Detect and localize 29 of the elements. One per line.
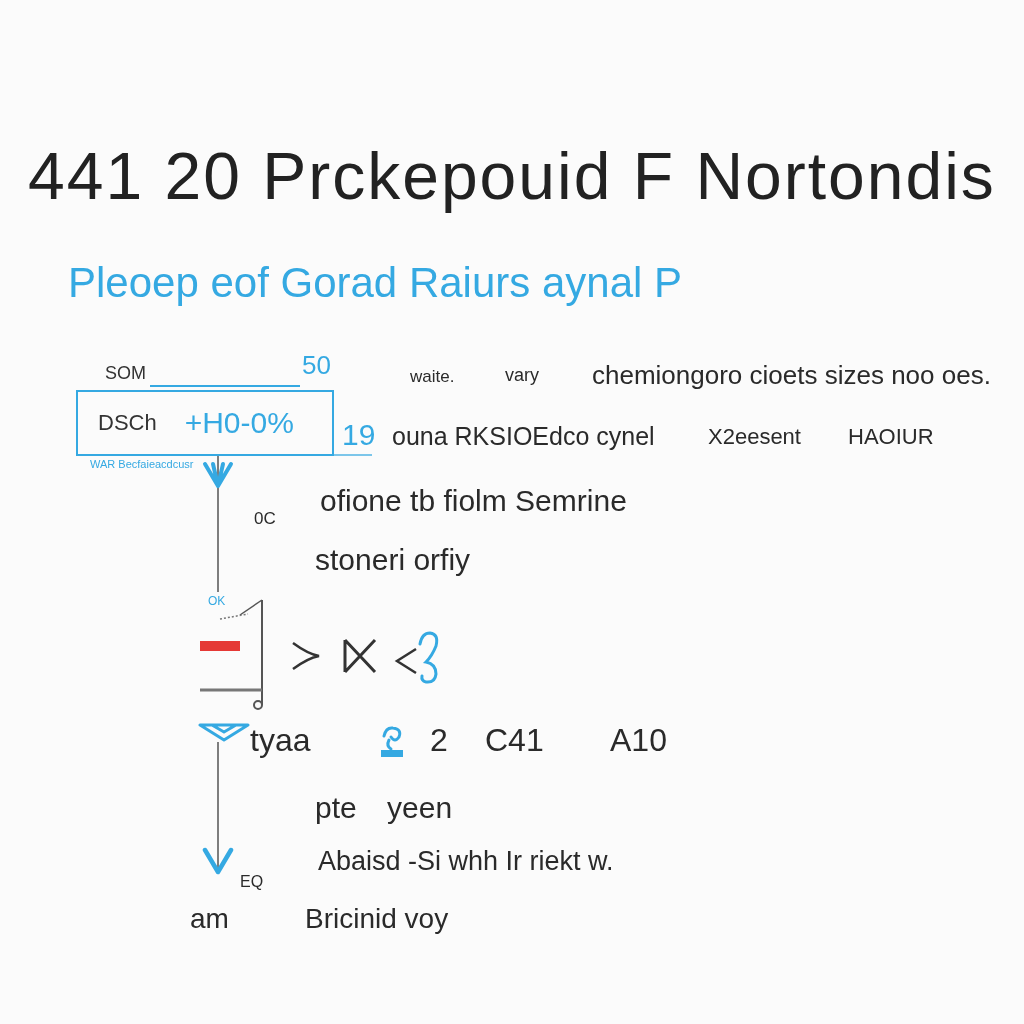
body-text: chemiongoro cioets sizes noo oes.: [592, 362, 991, 388]
side-label: SOM: [105, 364, 146, 382]
arrow: [202, 741, 234, 875]
box-label: DSCh: [98, 412, 157, 434]
value-text: +H0-0%: [184, 408, 294, 438]
body-text: C41: [485, 724, 544, 756]
side-number: 50: [302, 352, 331, 378]
value-box: [76, 390, 334, 456]
body-text: waite.: [410, 368, 455, 385]
part-label: OK: [208, 595, 226, 607]
body-text: vary: [505, 366, 539, 384]
body-text: X2eesent: [708, 426, 801, 448]
body-text: HAOIUR: [848, 426, 934, 448]
body-text: Bricinid voy: [305, 905, 449, 933]
body-text: Abaisd -Si whh Ir riekt w.: [318, 848, 614, 875]
body-text: EQ: [240, 874, 264, 890]
body-text: pte yeen: [315, 793, 453, 823]
body-text: ofione tb fiolm Semrine: [320, 486, 627, 516]
body-text: 0C: [254, 510, 276, 527]
triangle-marker: [198, 722, 250, 742]
body-text: ouna RKSIOEdco cynel: [392, 424, 655, 449]
body-text: tyaa: [250, 724, 311, 756]
body-text: A10: [610, 724, 667, 756]
body-text: stoneri orfiy: [315, 545, 471, 575]
body-text: am: [190, 905, 229, 933]
number-label: 2: [430, 724, 448, 756]
side-number: 19: [342, 420, 376, 450]
footnote-text: WAR Becfaieacdcusr: [90, 459, 194, 470]
subtitle: Pleoep eof Gorad Raiurs aynal P: [68, 262, 683, 304]
